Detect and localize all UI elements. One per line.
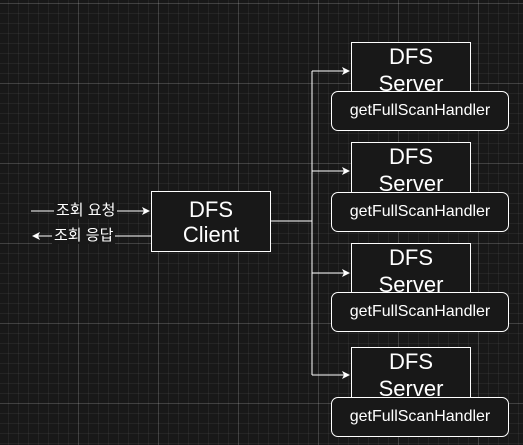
handler-node-4[interactable]: getFullScanHandler [331, 397, 509, 437]
handler-node-2[interactable]: getFullScanHandler [331, 192, 509, 232]
server-title-line1: DFS [389, 245, 433, 270]
server-title-line2: Server [378, 171, 444, 196]
server-title-line1: DFS [389, 144, 433, 169]
client-title-line1: DFS [189, 196, 233, 222]
dfs-client-node[interactable]: DFS Client [151, 191, 271, 252]
handler-node-1[interactable]: getFullScanHandler [331, 91, 509, 131]
server-title-line2: Server [378, 376, 444, 401]
server-title-line1: DFS [389, 44, 433, 69]
client-title-line2: Client [182, 221, 240, 247]
request-label: 조회 요청 [54, 202, 118, 219]
response-label: 조회 응답 [52, 227, 116, 244]
server-title-line1: DFS [389, 349, 433, 374]
handler-node-3[interactable]: getFullScanHandler [331, 292, 509, 332]
